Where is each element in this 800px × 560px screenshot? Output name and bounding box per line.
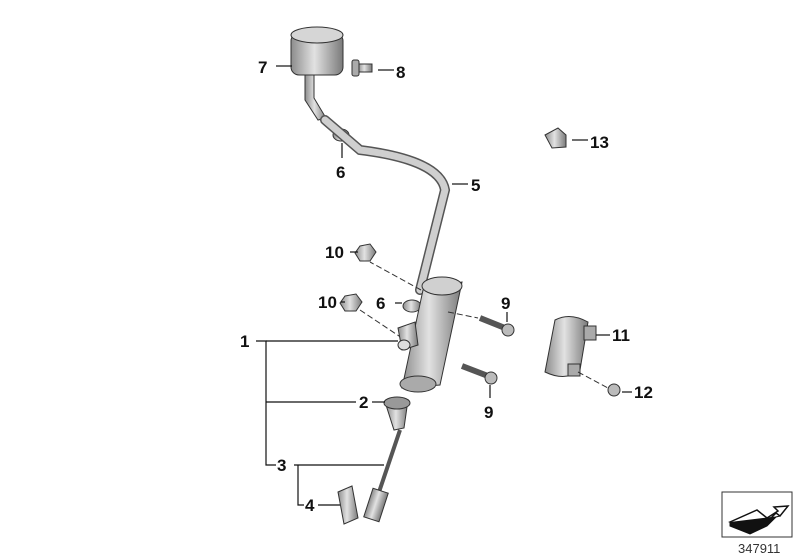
nut-10-top: [354, 243, 377, 262]
reference-number: 347911: [738, 541, 780, 556]
callout-10-top: 10: [325, 243, 344, 262]
screw-9-top: [478, 315, 515, 337]
leader-lines: [256, 65, 632, 506]
callout-11: 11: [612, 326, 630, 345]
callout-6-top: 6: [336, 163, 345, 182]
callout-2: 2: [359, 393, 368, 412]
callout-13: 13: [590, 133, 609, 152]
callout-4: 4: [305, 496, 315, 515]
clutch-master-cylinder: [397, 276, 463, 393]
clip-13: [544, 127, 567, 149]
callout-9-top: 9: [501, 294, 510, 313]
orientation-arrow-box: [721, 491, 793, 538]
holder-bracket-11: [544, 316, 597, 377]
clip-4: [337, 485, 359, 525]
callout-5: 5: [471, 176, 480, 195]
callout-12: 12: [634, 383, 653, 402]
callout-10-bottom: 10: [318, 293, 337, 312]
rubber-boot-2: [383, 396, 411, 431]
brake-fluid-reservoir: [290, 26, 344, 121]
screw-8: [351, 59, 373, 77]
nut-10-bottom: [339, 293, 363, 312]
callout-7: 7: [258, 58, 267, 77]
screw-12: [607, 383, 621, 397]
callout-3: 3: [277, 456, 286, 475]
push-rod-3: [363, 429, 402, 523]
callout-9-bottom: 9: [484, 403, 493, 422]
callout-8: 8: [396, 63, 405, 82]
callout-6-bottom: 6: [376, 294, 385, 313]
callout-1: 1: [240, 332, 249, 351]
screw-9-bottom: [460, 363, 498, 385]
